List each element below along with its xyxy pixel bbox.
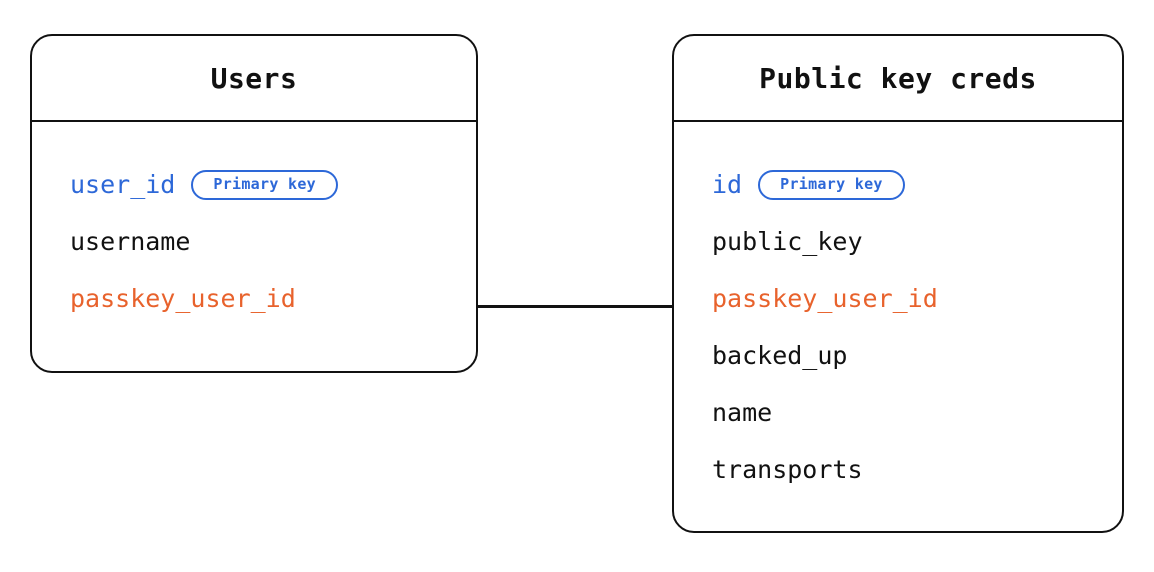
entity-header-public-key-creds: Public key creds — [674, 36, 1122, 122]
field-name-passkey-user-id: passkey_user_id — [70, 284, 296, 313]
field-row: name — [674, 384, 1122, 441]
field-row: passkey_user_id — [32, 270, 476, 327]
field-row: backed_up — [674, 327, 1122, 384]
primary-key-badge: Primary key — [191, 169, 338, 200]
field-name-name: name — [712, 398, 773, 427]
field-name-passkey-user-id: passkey_user_id — [712, 284, 938, 313]
field-row: username — [32, 213, 476, 270]
field-row: user_id Primary key — [32, 156, 476, 213]
field-name-backed-up: backed_up — [712, 341, 848, 370]
field-row: id Primary key — [674, 156, 1122, 213]
entity-fields-users: user_id Primary key username passkey_user_i… — [32, 122, 476, 327]
field-name-id: id — [712, 170, 743, 199]
field-name-transports: transports — [712, 455, 863, 484]
field-row: public_key — [674, 213, 1122, 270]
entity-header-users: Users — [32, 36, 476, 122]
field-name-username: username — [70, 227, 191, 256]
primary-key-badge-label: Primary key — [780, 175, 883, 193]
entity-title: Users — [210, 61, 298, 95]
entity-title: Public key creds — [759, 61, 1037, 95]
entity-users: Users user_id Primary key username passkey_u… — [30, 34, 478, 373]
field-row: passkey_user_id — [674, 270, 1122, 327]
field-name-user-id: user_id — [70, 170, 176, 199]
relationship-connector-users-to-creds — [478, 305, 672, 308]
field-name-public-key: public_key — [712, 227, 863, 256]
primary-key-badge: Primary key — [758, 169, 905, 200]
primary-key-badge-label: Primary key — [213, 175, 316, 193]
field-row: transports — [674, 441, 1122, 498]
